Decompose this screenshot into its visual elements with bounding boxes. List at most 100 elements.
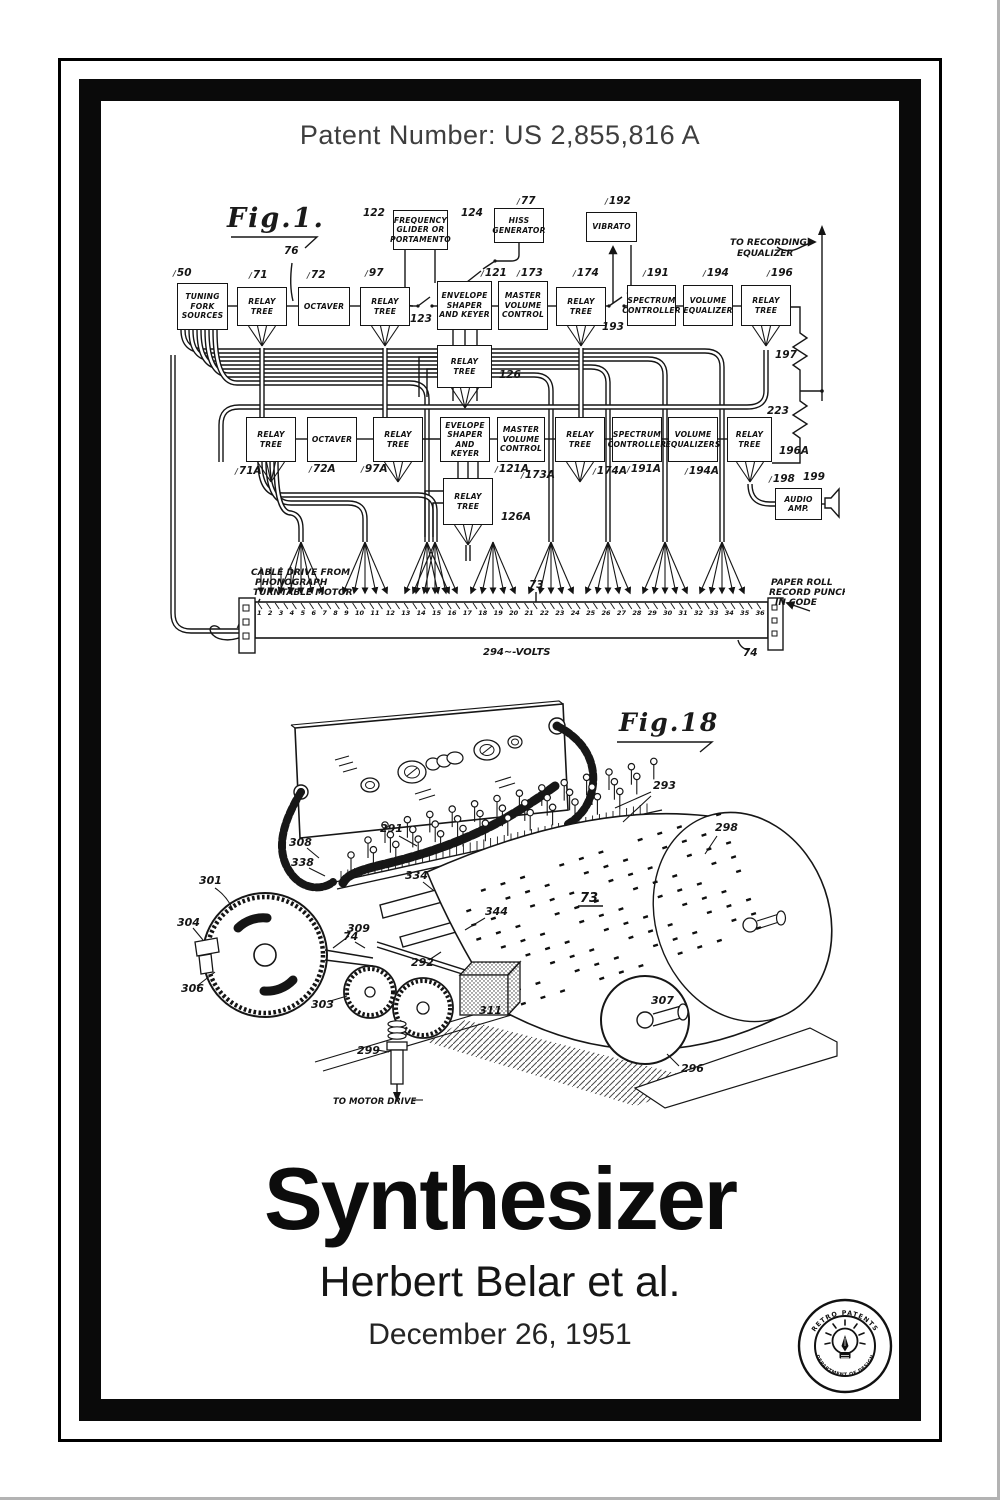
svg-text:TURNTABLE MOTOR: TURNTABLE MOTOR [253, 588, 353, 598]
relay-pin-head [393, 841, 399, 847]
terminal-number: 22 [540, 609, 549, 617]
relay-pin-head [516, 790, 522, 796]
terminal-number: 2 [268, 609, 273, 617]
fan-wire [643, 542, 665, 593]
relay-pin-head [628, 764, 634, 770]
box-master-volume-a: MASTER VOLUME CONTROL [497, 417, 545, 462]
box-relay-tree-196a: RELAY TREE [727, 417, 772, 462]
ref-197: 197 [775, 349, 797, 361]
box-relay-tree-174a: RELAY TREE [555, 417, 605, 462]
terminal-number: 6 [311, 609, 316, 617]
fan-wire [551, 542, 573, 593]
svg-text:294∼-VOLTS: 294∼-VOLTS [483, 647, 550, 658]
svg-text:296: 296 [681, 1062, 704, 1075]
fan-wire [665, 542, 676, 593]
ref-199: 199 [803, 471, 825, 483]
ref-71: 71 [249, 269, 268, 281]
fig18-mechanism-drawing: 291 293 298 73 334 344 292 74 308 338 30… [165, 690, 845, 1110]
relay-pin-head [634, 773, 640, 779]
patent-number: Patent Number: US 2,855,816 A [0, 120, 1000, 151]
svg-text:303: 303 [311, 998, 334, 1011]
relay-pin-head [482, 820, 488, 826]
fan-wire [608, 542, 619, 593]
fig1-label-underline [231, 237, 317, 248]
terminal-number: 1 [257, 609, 262, 617]
box-relay-tree-71: RELAY TREE [237, 287, 287, 326]
ref-126a: 126A [501, 511, 531, 523]
ref-73: 73 [529, 579, 544, 591]
box-spectrum-controller: SPECTRUM CONTROLLER [627, 285, 676, 326]
terminal-number: 23 [555, 609, 564, 617]
ref-77: 77 [517, 195, 536, 207]
fan-wire [493, 542, 504, 593]
relay-pin-head [505, 815, 511, 821]
relay-pin-head [651, 758, 657, 764]
ref-126: 126 [499, 369, 521, 381]
ref-50: 50 [173, 267, 192, 279]
ref-173a: 173A [521, 469, 555, 481]
figure-1: TO RECORDING EQUALIZER CABLE DRIVE FROM … [165, 195, 845, 670]
svg-text:299: 299 [357, 1044, 380, 1057]
ref-71a: 71A [235, 465, 262, 477]
ref-196: 196 [767, 267, 793, 279]
box-master-volume: MASTER VOLUME CONTROL [498, 281, 548, 330]
relay-pin-head [544, 794, 550, 800]
fan-wire [608, 542, 630, 593]
relay-pin-head [348, 852, 354, 858]
fan-wire [354, 542, 365, 593]
svg-text:CABLE DRIVE FROM: CABLE DRIVE FROM [251, 568, 350, 578]
ref-198: 198 [769, 473, 795, 485]
svg-text:IN CODE: IN CODE [775, 598, 818, 608]
relay-pin-head [527, 809, 533, 815]
fan-wire [722, 542, 744, 593]
ref-191: 191 [643, 267, 669, 279]
terminal-strip-numbers: 1234567891011121314151617181920212223242… [257, 609, 765, 617]
ref-174: 174 [573, 267, 599, 279]
box-relay-tree-71a: RELAY TREE [246, 417, 296, 462]
ref-174a: 174A [593, 465, 627, 477]
terminal-number: 30 [663, 609, 672, 617]
relay-pin-head [594, 794, 600, 800]
terminal-number: 28 [632, 609, 641, 617]
terminal-number: 8 [333, 609, 338, 617]
fig1-label: Fig.1. [227, 203, 325, 234]
relay-pin-head [522, 800, 528, 806]
svg-text:73: 73 [580, 891, 598, 906]
terminal-number: 33 [709, 609, 718, 617]
terminal-number: 9 [344, 609, 349, 617]
relay-pin-head [437, 831, 443, 837]
box-relay-tree-126a: RELAY TREE [443, 478, 493, 525]
terminal-number: 34 [725, 609, 734, 617]
figure-18: 291 293 298 73 334 344 292 74 308 338 30… [165, 690, 845, 1110]
box-spectrum-controller-a: SPECTRUM CONTROLLER [612, 417, 662, 462]
relay-pin-head [427, 811, 433, 817]
terminal-number: 15 [432, 609, 441, 617]
terminal-number: 17 [463, 609, 472, 617]
ref-121: 121 [481, 267, 507, 279]
fan-wire [365, 542, 376, 593]
box-hiss-generator: HISS GENERATOR [494, 208, 544, 243]
box-relay-tree-126: RELAY TREE [437, 345, 492, 388]
relay-pin-head [454, 816, 460, 822]
fan-wire [493, 542, 515, 593]
relay-pin-head [589, 784, 595, 790]
relay-pin-head [611, 779, 617, 785]
relay-pin-head [432, 821, 438, 827]
ref-124: 124 [461, 207, 483, 219]
svg-text:291: 291 [380, 822, 403, 835]
box-relay-tree-174: RELAY TREE [556, 287, 606, 326]
box-vibrato: VIBRATO [586, 212, 637, 242]
terminal-number: 13 [401, 609, 410, 617]
terminal-number: 14 [417, 609, 426, 617]
relay-pin-head [583, 774, 589, 780]
svg-text:311: 311 [479, 1004, 502, 1017]
terminal-number: 36 [756, 609, 765, 617]
terminal-number: 19 [494, 609, 503, 617]
terminal-number: 4 [290, 609, 295, 617]
motor-drive-shaft [387, 1021, 407, 1102]
fan-wire [586, 542, 608, 593]
relay-pin-head [370, 847, 376, 853]
retro-patents-badge: RETRO PATENTS DEPARTMENT OF DESIGN [795, 1294, 895, 1394]
relay-pin-head [477, 810, 483, 816]
ref-97a: 97A [361, 463, 388, 475]
